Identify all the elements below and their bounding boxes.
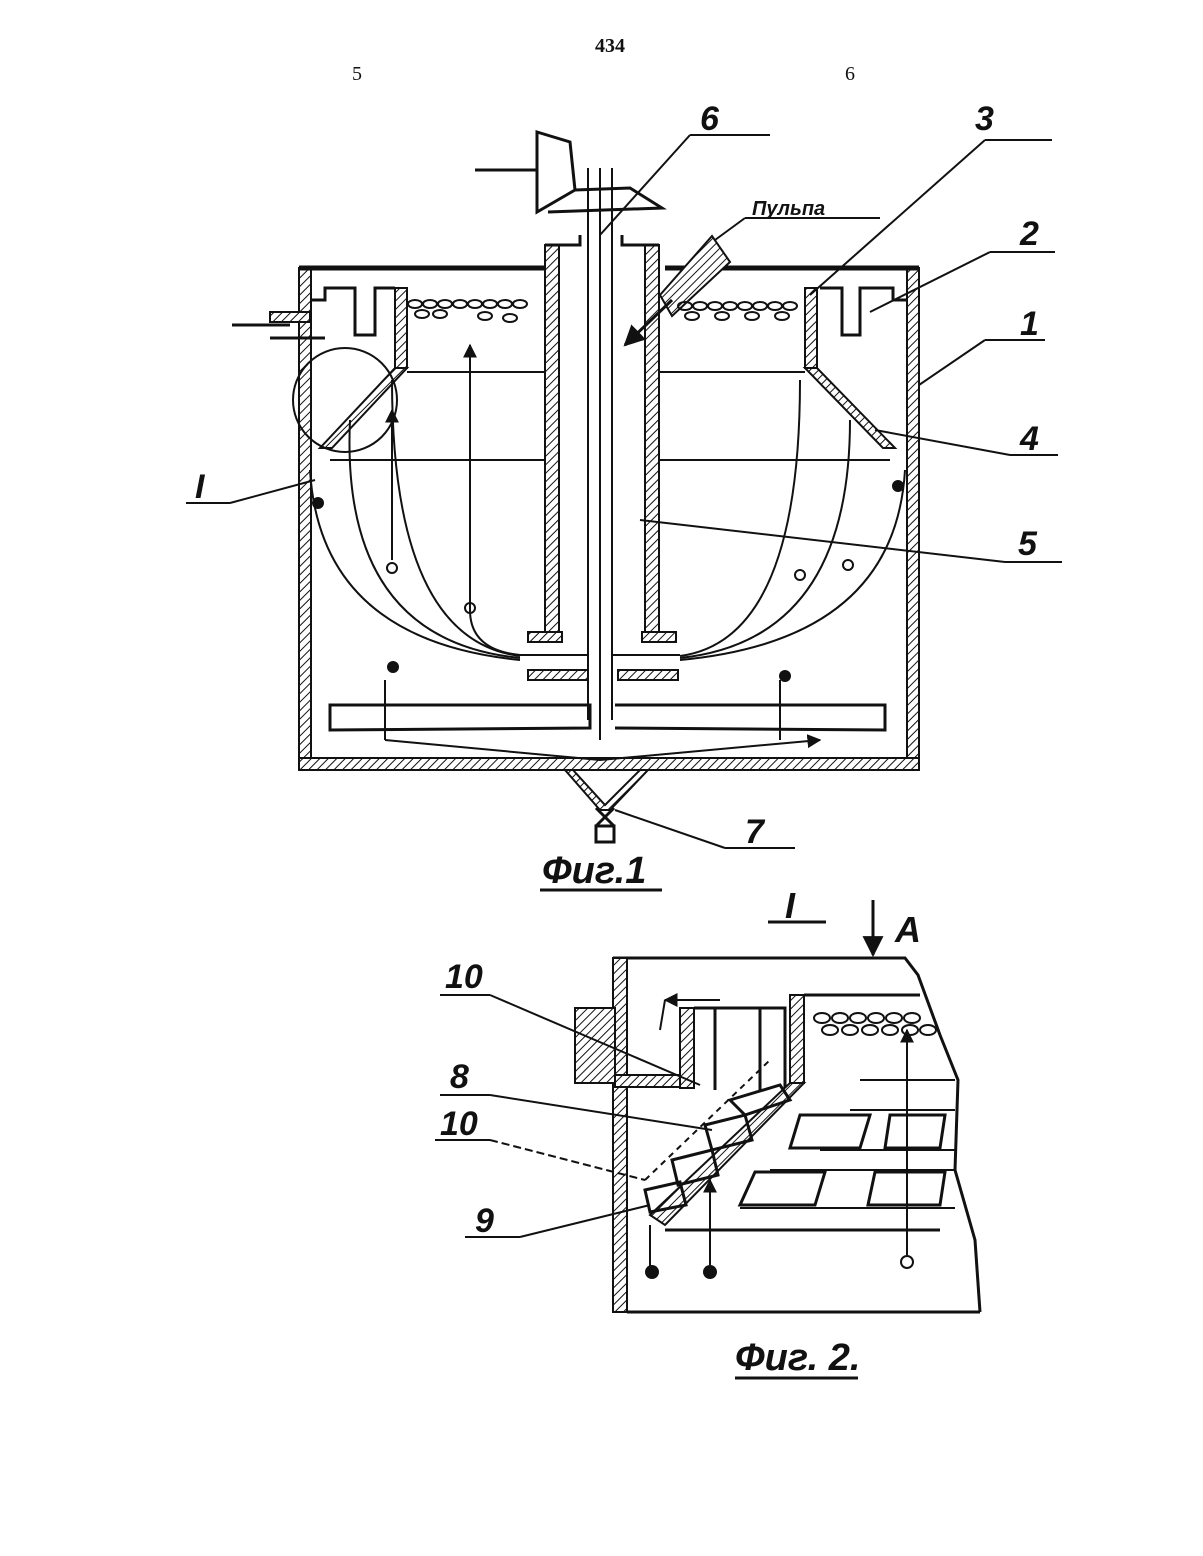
froth-bubbles-right	[678, 302, 797, 320]
label-8: 8	[450, 1058, 469, 1096]
stator-left	[330, 705, 590, 730]
label-3: 3	[975, 100, 994, 138]
detail-froth-bubbles	[814, 1013, 936, 1035]
label-detail-I: I	[195, 468, 206, 506]
leader-lines	[186, 135, 1062, 848]
label-6: 6	[700, 100, 720, 138]
figure-2-detail: I A	[435, 885, 980, 1379]
right-launder	[820, 288, 907, 335]
detail-outflow-drop	[660, 1000, 665, 1030]
label-7: 7	[745, 813, 766, 851]
left-launder	[311, 288, 395, 335]
standpipe-flange-left	[528, 632, 562, 642]
tank-wall-left	[299, 268, 311, 768]
detail-bubble-1	[645, 1265, 659, 1279]
label-4: 4	[1019, 420, 1039, 458]
figure-2-caption: Фиг. 2.	[735, 1337, 860, 1379]
label-1: 1	[1020, 305, 1039, 343]
right-froth-wall	[805, 288, 817, 368]
label-2: 2	[1019, 215, 1039, 253]
figure-1-caption: Фиг.1	[542, 850, 646, 892]
standpipe-right-wall	[645, 245, 659, 635]
label-5: 5	[1018, 525, 1038, 563]
drain-outlet	[596, 826, 614, 842]
detail-bubble-3	[901, 1256, 913, 1268]
figure-1-flotation-machine: 6 Пульпа 3 2 1 4 5 7 I Фиг.1	[186, 100, 1062, 892]
tank-wall-right	[907, 268, 919, 768]
flow-trajectories	[310, 345, 905, 660]
column-number-left: 5	[352, 63, 362, 85]
label-10-bottom: 10	[440, 1105, 478, 1143]
view-mark-A: A	[894, 909, 921, 950]
left-froth-wall	[395, 288, 407, 368]
label-pulp-inlet: Пульпа	[752, 198, 825, 220]
stator-right	[615, 705, 885, 730]
detail-bubble-2	[703, 1265, 717, 1279]
figure-2-detail-mark: I	[785, 885, 796, 926]
label-9: 9	[475, 1202, 494, 1240]
detail-launder-floor	[615, 1075, 680, 1087]
air-inlet-pipe	[270, 312, 310, 322]
standpipe-top	[545, 235, 659, 245]
detail-launder-wall	[680, 1008, 694, 1088]
drive-pulley	[537, 132, 575, 212]
standpipe-left-wall	[545, 245, 559, 635]
impeller-right	[618, 670, 678, 680]
standpipe-flange-right	[642, 632, 676, 642]
page-number: 434	[595, 35, 625, 57]
bubble-markers	[312, 480, 904, 682]
drain-cone	[565, 770, 648, 810]
label-10-top: 10	[445, 958, 483, 996]
froth-bubbles-left	[408, 300, 527, 322]
column-number-right: 6	[845, 63, 855, 85]
pulley-hub	[548, 188, 662, 212]
detail-froth-wall	[790, 995, 804, 1083]
impeller-left	[528, 670, 588, 680]
